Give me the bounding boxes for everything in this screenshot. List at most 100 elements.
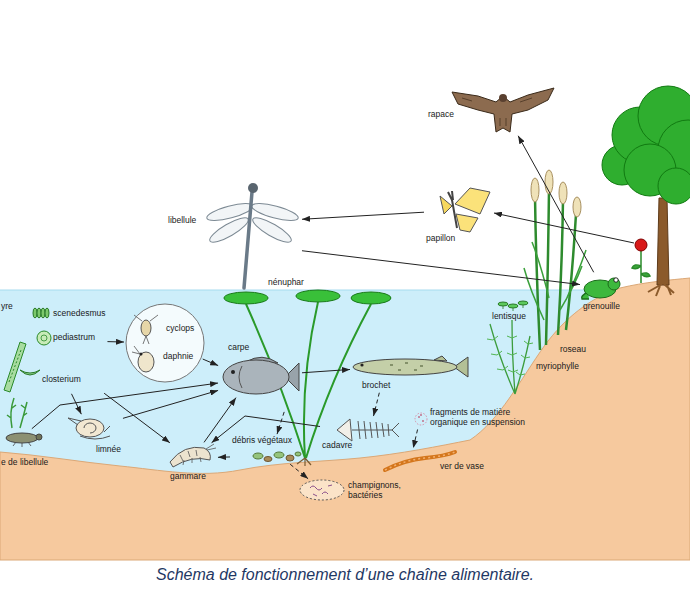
organism-node: champignons, bactéries [300,480,410,501]
reed-plume [545,170,553,194]
organism-label: roseau [560,345,586,355]
tree-trunk [657,198,669,285]
scenedesmus-cell [33,308,37,318]
food-arrow [413,429,417,448]
organism-node: ver de vase [383,450,484,472]
organism-label: myriophylle [536,362,579,372]
organism-label: e de libellule [1,458,48,468]
organism-node: e de libellule [1,430,48,468]
milfoil-leaves [487,336,533,375]
organism-label: daphnie [163,352,193,362]
debris-piece [295,452,301,456]
flower-stem [632,250,650,283]
food-arrow [494,213,634,243]
pediastrum-colony [37,331,51,345]
organism-label: scenedesmus [53,309,105,319]
plankton-circle-fill [126,304,204,382]
food-arrow [302,212,424,219]
freshwater-shrimp [170,444,216,467]
cyclops-body [141,320,151,336]
organism-node: lentisque [492,299,528,322]
dragonfly-wing [250,214,294,246]
reed-plume [573,197,581,217]
organism-node: brochet [352,356,468,391]
lily-pad [351,292,391,304]
larva-head [36,434,42,440]
butterfly-body [448,191,457,228]
circle-outline [126,304,204,382]
cyclops-limbs [134,315,158,344]
bird-of-prey [452,88,554,132]
dead-fish-skeleton [337,419,399,441]
particle-cluster [415,413,427,425]
daphnia-antennae [132,346,140,354]
organism-label: carpe [228,343,249,353]
organism-node: débris végétaux [232,436,302,463]
plant-debris [253,452,301,462]
organism-node: carpe [220,343,300,396]
closterium-cell [20,370,40,375]
water-milfoil [487,320,533,394]
dragonfly-body [244,192,252,288]
food-arrow [104,393,170,443]
carp [223,357,299,394]
water-lily [224,290,391,466]
organism-label: gammare [170,472,206,482]
organism-label: cadavre [322,441,352,451]
fungi-bacteria [300,480,344,500]
organism-node: limnée [66,416,121,455]
organism-label: papillon [426,234,455,244]
snail-spire [68,418,96,433]
flower-head [635,239,647,251]
organism-node: myriophylle [488,320,579,396]
circle-outline [125,303,205,383]
organism-label: champignons, bactéries [348,481,410,501]
organism-label: brochet [362,381,390,391]
scenedesmus-cell [37,308,41,318]
food-arrow [218,456,230,457]
lily-pad [296,290,340,302]
organism-label: libellule [168,216,196,226]
tree-crown [658,168,690,204]
food-arrow [277,412,284,434]
reed-plume [559,182,567,204]
food-arrow [71,394,81,414]
duckweed-leaf [508,304,518,308]
spirogyra-spiral [9,350,21,382]
organism-label: yre [1,302,13,312]
shrimp-details [180,444,216,465]
food-arrow [302,251,580,285]
ground [0,278,690,560]
frog-head [608,278,620,290]
organism-node: papillon [426,186,492,244]
fungi-outline [300,480,344,500]
reed-plants [524,170,586,350]
particle [420,414,422,416]
larva-body [6,433,38,443]
skeleton-bones [352,421,399,439]
zooplankton [132,315,158,372]
organism-label: limnée [96,445,121,455]
pike-spots [390,363,423,370]
food-arrow [290,464,308,478]
scenedesmus-cell [45,308,49,318]
organism-node: roseau [526,176,586,355]
duckweed [498,301,528,311]
duckweed-leaf [518,301,528,305]
food-arrow [518,136,594,273]
waterweed-stems [7,398,27,428]
butterfly-wing [455,188,490,214]
fungi-microbes [310,485,332,496]
pediastrum-cell [41,335,47,341]
lily-roots [297,458,311,466]
organism-label: débris végétaux [232,436,292,446]
food-arrow [302,369,350,372]
butterfly-wing [456,214,478,232]
snail-shell [76,419,104,437]
figure-caption: Schéma de fonctionnement d’une chaîne al… [0,566,690,584]
organism-node: fragments de matière organique en suspen… [414,408,530,428]
